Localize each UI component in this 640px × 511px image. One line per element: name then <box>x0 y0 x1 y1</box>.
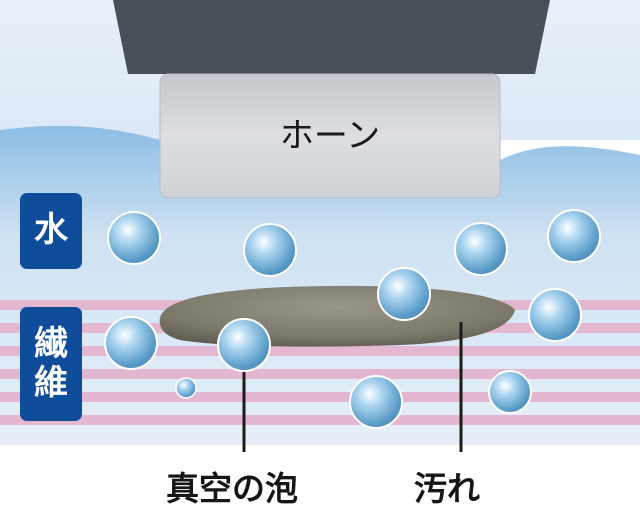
bubble <box>349 375 403 429</box>
fiber-stripe <box>0 346 640 356</box>
bubble <box>175 377 197 399</box>
bubble-callout-label: 真空の泡 <box>166 469 298 508</box>
bubble <box>217 318 271 372</box>
water-label-box: 水 <box>20 193 82 269</box>
fiber-label-box: 繊維 <box>20 307 82 421</box>
horn-label: ホーン <box>279 116 381 156</box>
bubbles <box>104 209 601 429</box>
water-label: 水 <box>34 210 68 251</box>
dirt-callout-label: 汚れ <box>414 469 480 508</box>
bubble <box>104 316 158 370</box>
water-region <box>0 125 640 445</box>
fiber-stripe <box>0 369 640 379</box>
fiber-stripe <box>0 415 640 425</box>
fiber-stripe <box>0 392 640 402</box>
bubble <box>488 370 532 414</box>
fiber-label: 繊維 <box>34 323 68 403</box>
bubble <box>547 209 601 263</box>
bubble <box>107 211 161 265</box>
horn-top <box>113 0 550 74</box>
bubble <box>377 267 431 321</box>
bubble <box>454 222 508 276</box>
bubble <box>243 223 297 277</box>
horn-body <box>159 73 501 199</box>
horn <box>113 0 550 199</box>
bubble <box>528 288 582 342</box>
